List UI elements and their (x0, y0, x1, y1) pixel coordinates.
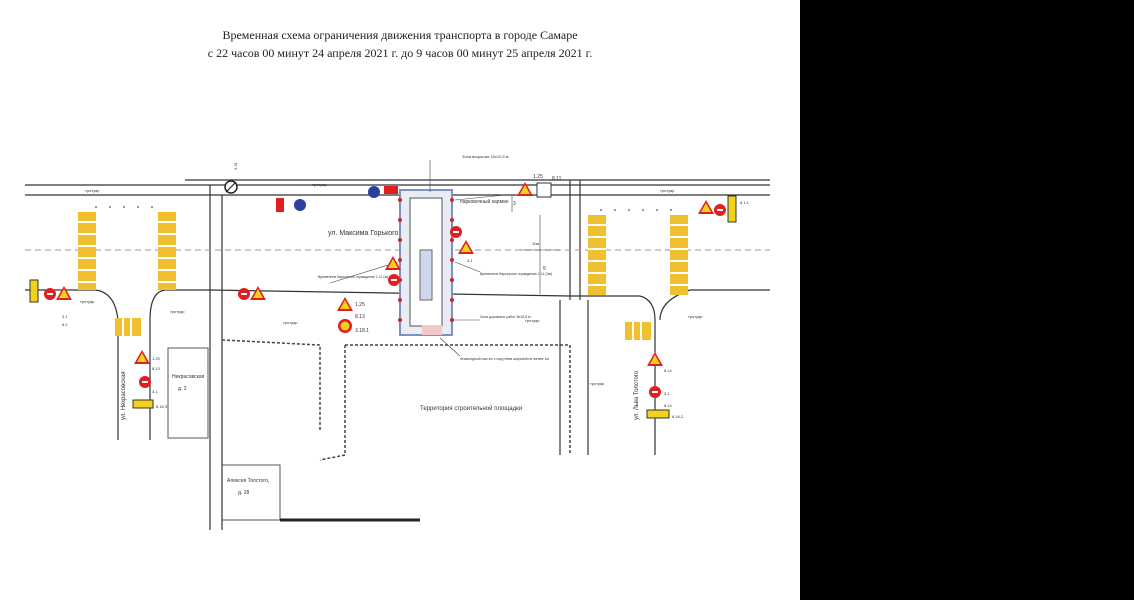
sign-code-1-25-sl: 1.25 (152, 356, 161, 361)
dimension-3: 3 (513, 201, 516, 207)
parking-label: парковочный карман (460, 198, 509, 205)
sign-code-8-1-1: 8.1.1 (740, 200, 750, 205)
dimension-lines (511, 196, 560, 294)
barrier-board-icon (276, 198, 284, 212)
dimension-1: 10м (532, 241, 539, 246)
sign-code-8-11-tr: 8.11 (552, 176, 562, 182)
mandatory-direction-sign-icon-2 (368, 186, 380, 198)
fence-right-label: Временное барьерное ограждение 1.11 (3м) (480, 272, 552, 276)
work-zone-exit (422, 325, 442, 335)
detour-plate-icon-sl (132, 399, 154, 409)
road-edges (25, 179, 770, 530)
sign-code-3-1-sl: 3.1 (152, 389, 158, 394)
street-main-label: ул. Максима Горького (328, 230, 399, 237)
scheme-subtitle: с 22 часов 00 минут 24 апреля 2021 г. до… (207, 46, 593, 60)
sign-code-8-2-l: 8.2 (62, 322, 68, 327)
path-note-label: пешеходный настил с поручнем шириной не … (460, 357, 549, 361)
sign-code-8-13-m: 8.13 (355, 314, 365, 320)
excavator (419, 249, 433, 301)
sidewalk-label-2: тротуар (312, 182, 327, 187)
sign-code-3-31: 3.31 (233, 161, 238, 170)
signs (29, 180, 737, 419)
mandatory-direction-sign-icon (294, 199, 306, 211)
construction-fence (221, 339, 571, 461)
sign-code-3-18-1: 3.18.1 (355, 328, 369, 334)
sign-code-8-13-sl: 8.13 (152, 366, 161, 371)
street-right-label: ул. Льва Толстого (634, 370, 640, 420)
crosswalk-right-3 (625, 322, 651, 340)
crosswalk-left-2 (158, 212, 176, 290)
street-left-label: ул. Некрасовская (121, 371, 127, 420)
building-nekrasovskaya (167, 347, 209, 439)
building2-number: д. 28 (238, 490, 249, 496)
traffic-scheme-diagram: ул. Максима Горького ул. Некрасовская ул… (25, 154, 770, 530)
sidewalk-label-8: тротуар (590, 381, 605, 386)
detour-plate-icon-lr (646, 409, 670, 419)
sign-code-1-25-tr: 1.25 (533, 174, 543, 180)
sign-code-8-18-3: 8.18.3 (156, 404, 168, 409)
zone-dig-label: Зона вскрытия 15х10,5 м (462, 154, 509, 159)
sign-code-3-1-lr: 3.1 (664, 391, 670, 396)
crosswalk-left-1 (78, 212, 96, 290)
crosswalk-right-1 (588, 215, 606, 295)
sidewalk-label-1: тротуар (85, 188, 100, 193)
work-zone-label: Зона дорожных работ 8х16,5 м (480, 315, 531, 319)
direction-plate-icon (536, 182, 552, 198)
sidewalk-label-6: тротуар (283, 320, 298, 325)
sign-code-1-25-m: 1.25 (355, 302, 365, 308)
crosswalk-stripes (78, 221, 688, 340)
sidewalk-label-5: тротуар (170, 309, 185, 314)
dimension-2: 5 (543, 266, 546, 272)
sidewalk-label-9: тротуар (688, 314, 703, 319)
sidewalk-label-7: тротуар (525, 318, 540, 323)
construction-label: Территория строительной площадки (420, 405, 522, 412)
building1-number: д. 2 (178, 386, 187, 392)
building1-name: Некрасовская (172, 374, 205, 380)
sign-code-6-18-2: 6.18.2 (672, 414, 684, 419)
crosswalk-left-3 (115, 318, 141, 336)
sidewalk-label-3: тротуар (660, 188, 675, 193)
detour-plate-icon-left (29, 279, 39, 303)
sign-code-8-14-lr2: 8.14 (664, 403, 673, 408)
detour-plate-icon (727, 195, 737, 223)
black-margin (800, 0, 1134, 600)
diagram-labels: ул. Максима Горького ул. Некрасовская ул… (62, 154, 750, 496)
sign-code-3-1-c: 3.1 (467, 258, 473, 263)
leader-lines (329, 160, 506, 357)
sign-code-3-1-l: 3.1 (62, 314, 68, 319)
building2-name: Алексея Толстого, (227, 478, 269, 484)
barrier-board-icon-2 (384, 186, 398, 194)
crosswalk-right-2 (670, 215, 688, 295)
scheme-title: Временная схема ограничения движения тра… (222, 28, 578, 42)
buildings (167, 347, 420, 521)
sidewalk-label-4: тротуар (80, 299, 95, 304)
fence-left-label: Временное барьерное ограждение 1.11 (м) (318, 275, 388, 279)
sign-code-8-14-lr: 8.14 (664, 368, 673, 373)
